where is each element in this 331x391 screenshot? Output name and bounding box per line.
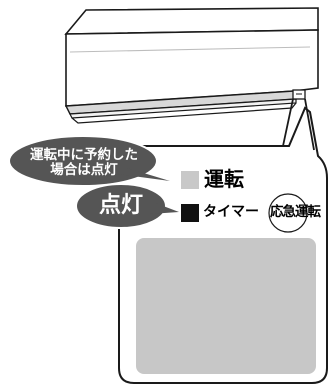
callout-reserved-bubble bbox=[8, 135, 170, 187]
callout-reserved-text: 運転中に予約した 場合は点灯 bbox=[17, 147, 151, 179]
callout-lit-bubble bbox=[75, 183, 179, 229]
emergency-button-ring bbox=[268, 193, 308, 233]
callout-lit-text: 点灯 bbox=[98, 193, 143, 218]
zoom-pointer-lines bbox=[282, 98, 315, 151]
operation-lamp bbox=[181, 171, 199, 189]
callout-reserved-line1: 運転中に予約した bbox=[30, 147, 138, 163]
timer-label: タイマー bbox=[203, 204, 259, 220]
aircon-front-panel bbox=[65, 29, 319, 107]
aircon-bottom-edge bbox=[71, 102, 297, 124]
aircon-indoor-unit bbox=[64, 7, 319, 124]
emergency-operation-button[interactable]: 応急運転 bbox=[270, 204, 321, 220]
operation-label: 運転 bbox=[204, 167, 244, 191]
timer-lamp bbox=[181, 204, 199, 222]
aircon-panel-highlight bbox=[69, 46, 311, 53]
display-area bbox=[136, 238, 316, 374]
callout-reserved-line2: 場合は点灯 bbox=[50, 162, 118, 179]
